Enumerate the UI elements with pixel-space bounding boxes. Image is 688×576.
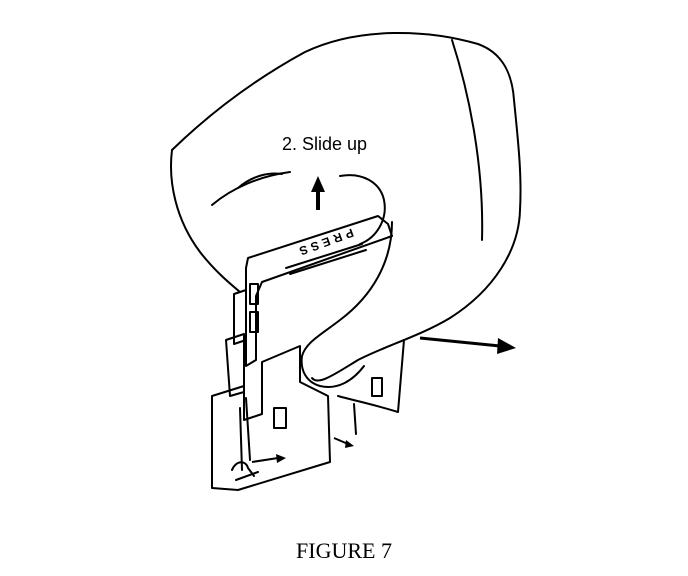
right-arrow-icon <box>420 338 516 354</box>
hand-outline <box>172 33 521 381</box>
press-marking: PRESS <box>294 226 356 260</box>
figure-caption: FIGURE 7 <box>296 538 392 563</box>
back-rail <box>338 340 404 434</box>
palm-crease <box>452 40 482 240</box>
back-rail-window <box>372 378 382 396</box>
press-underline-2 <box>290 250 366 274</box>
housing-side-tab <box>234 290 246 344</box>
finger-top <box>340 175 385 244</box>
thumb-underside <box>302 222 392 387</box>
base-plate-hook <box>232 462 258 480</box>
contact-pin <box>246 398 250 460</box>
hand-back-curve <box>171 150 240 292</box>
base-plate-window <box>274 408 286 428</box>
thumb-knuckle <box>212 172 290 205</box>
housing-slot-upper <box>250 284 258 304</box>
finger-fold <box>238 174 282 188</box>
housing-slot-lower <box>250 312 258 332</box>
base-plate-inner-slot <box>240 408 242 470</box>
step-label: 2. Slide up <box>282 134 368 154</box>
small-arrow-base <box>252 454 286 463</box>
press-underline-1 <box>286 244 362 268</box>
up-arrow-icon <box>311 176 325 210</box>
base-plate <box>212 346 330 490</box>
small-arrow-lower-right <box>334 438 354 448</box>
